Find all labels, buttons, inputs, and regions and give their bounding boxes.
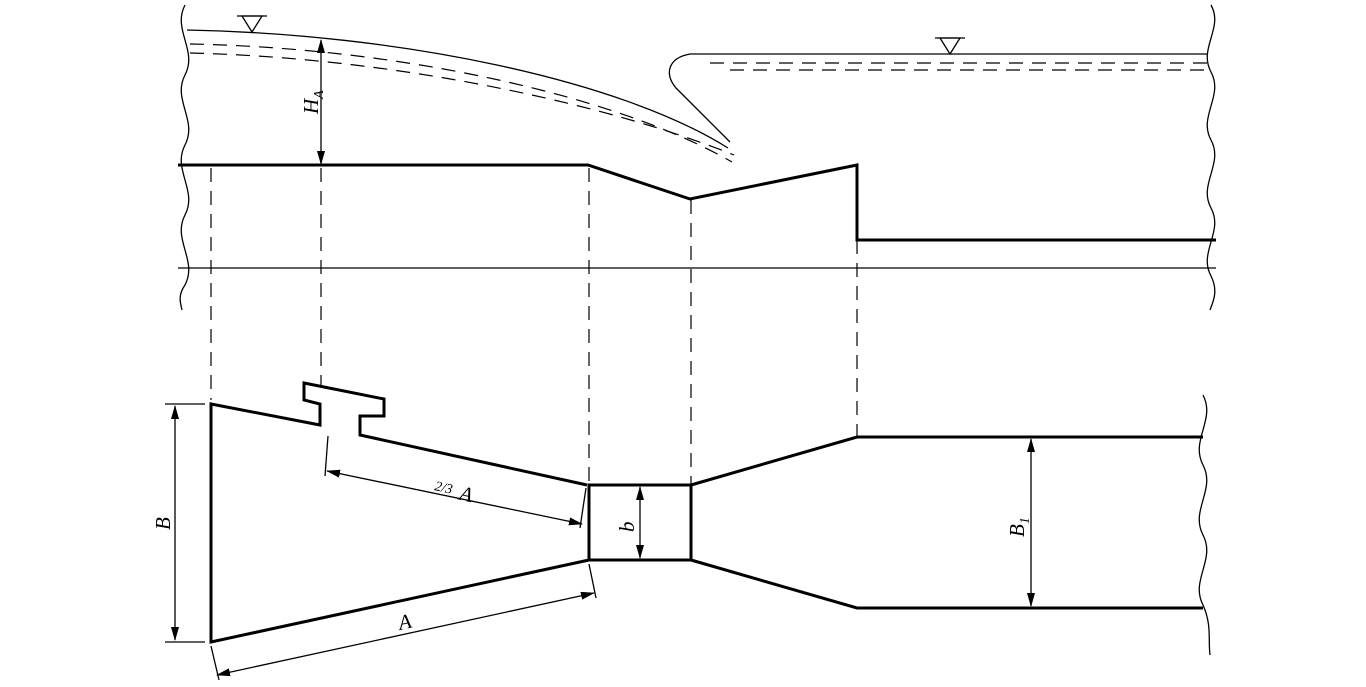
plan-view: B b B1 A 2/3 A bbox=[151, 381, 1211, 681]
projection-lines bbox=[210, 168, 858, 484]
length-top-symbol: A bbox=[456, 481, 476, 508]
downstream-jump-surface bbox=[668, 53, 1208, 143]
throat-width-label: b bbox=[615, 522, 639, 533]
elevation-view: HA bbox=[178, 4, 1216, 311]
length-top-dimension-line bbox=[326, 469, 583, 526]
converging-section-outline bbox=[209, 381, 590, 644]
length-bottom-label: A bbox=[394, 609, 414, 636]
length-top-ext-right bbox=[579, 487, 587, 529]
length-bottom-dimension-line bbox=[216, 591, 595, 677]
diverging-section-bottom bbox=[690, 558, 1203, 610]
upstream-surface-dashed-1 bbox=[189, 43, 733, 163]
head-label: HA bbox=[299, 90, 327, 115]
diverging-section-top bbox=[690, 435, 1203, 487]
downstream-water-level-symbol bbox=[938, 37, 962, 56]
length-top-label: 2/3 A bbox=[433, 479, 476, 508]
right-break-line-bottom bbox=[1198, 394, 1211, 656]
flume-floor-profile bbox=[178, 163, 1216, 242]
upstream-surface-dashed-2 bbox=[189, 52, 735, 156]
width-in-label: B bbox=[151, 517, 175, 530]
right-break-line-top bbox=[1206, 4, 1216, 311]
left-break-line-top bbox=[179, 4, 190, 311]
width-out-label: B1 bbox=[1005, 517, 1033, 537]
length-top-fraction: 2/3 bbox=[433, 479, 454, 497]
upstream-water-surface bbox=[186, 29, 729, 149]
length-top-ext-left bbox=[324, 435, 329, 477]
upstream-water-level-symbol bbox=[240, 15, 264, 34]
